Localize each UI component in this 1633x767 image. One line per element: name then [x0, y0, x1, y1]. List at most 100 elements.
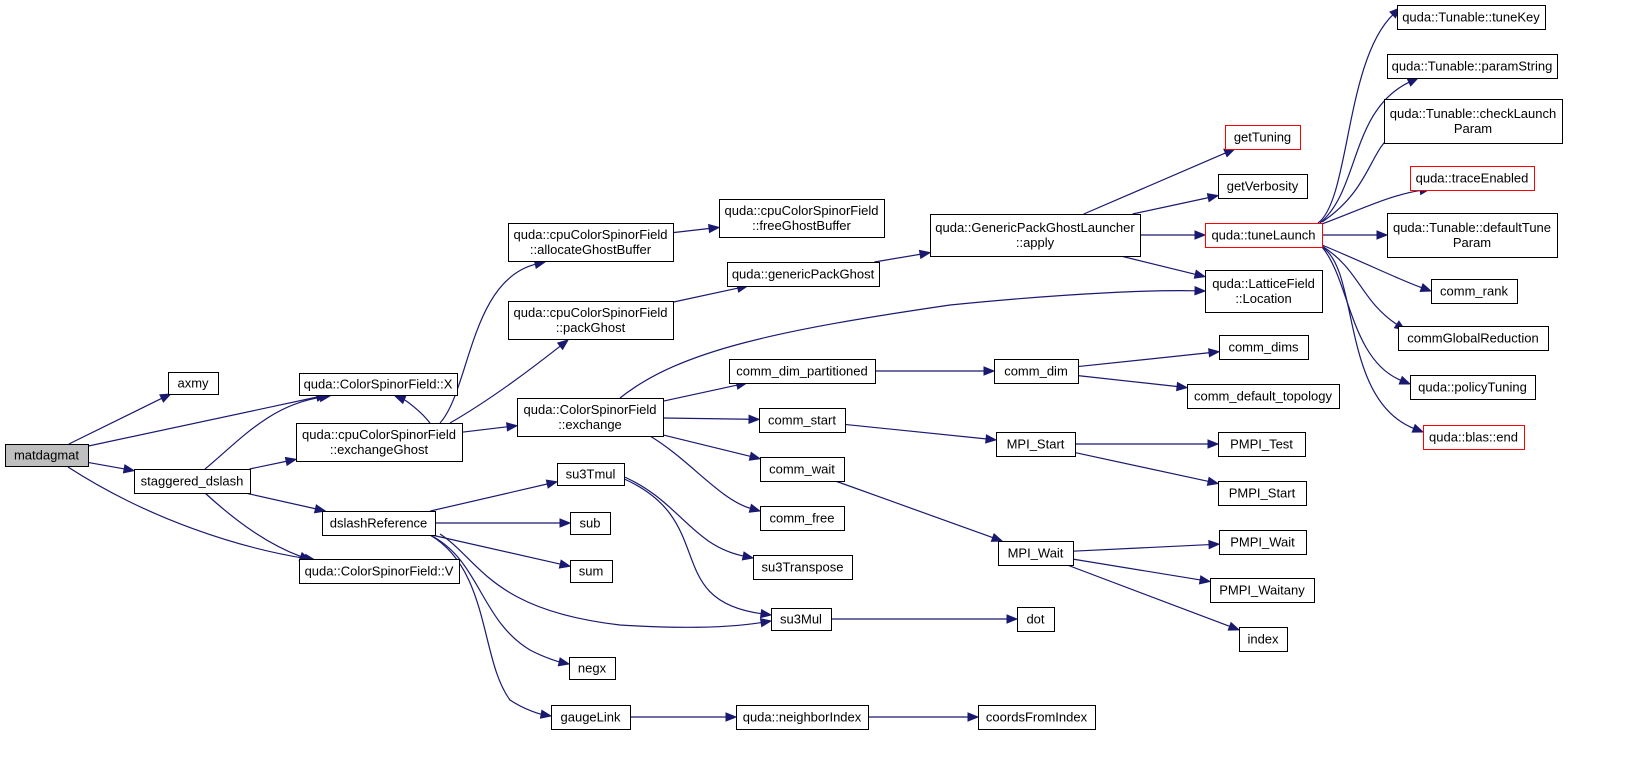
node-box[interactable] [1410, 375, 1536, 400]
node-csf_X[interactable]: quda::ColorSpinorField::X [299, 373, 458, 396]
node-box[interactable] [296, 423, 463, 462]
node-gpgl_apply[interactable]: quda::GenericPackGhostLauncher::apply [930, 214, 1141, 257]
node-gaugeLink[interactable]: gaugeLink [551, 705, 631, 730]
node-sum[interactable]: sum [570, 560, 613, 583]
node-comm_start[interactable]: comm_start [759, 408, 846, 433]
node-box[interactable] [1218, 432, 1306, 457]
node-su3Transpose[interactable]: su3Transpose [753, 555, 853, 580]
node-box[interactable] [1398, 326, 1549, 351]
node-box[interactable] [299, 373, 458, 396]
node-policyTuning[interactable]: quda::policyTuning [1410, 375, 1536, 400]
node-box[interactable] [727, 262, 880, 287]
node-box[interactable] [1410, 166, 1535, 191]
node-box[interactable] [1218, 174, 1308, 199]
node-box[interactable] [322, 511, 436, 536]
node-staggered_dslash[interactable]: staggered_dslash [134, 469, 251, 494]
node-box[interactable] [759, 408, 846, 433]
node-box[interactable] [1219, 335, 1309, 360]
node-box[interactable] [517, 398, 664, 437]
node-box[interactable] [760, 506, 845, 531]
node-PMPI_Wait[interactable]: PMPI_Wait [1219, 530, 1307, 555]
node-box[interactable] [1431, 279, 1518, 304]
node-comm_dim[interactable]: comm_dim [994, 359, 1079, 384]
node-box[interactable] [771, 608, 832, 631]
node-box[interactable] [1239, 627, 1288, 652]
node-box[interactable] [1384, 99, 1563, 144]
node-box[interactable] [557, 463, 625, 486]
node-index[interactable]: index [1239, 627, 1288, 652]
node-box[interactable] [998, 541, 1074, 566]
node-box[interactable] [996, 432, 1076, 457]
node-box[interactable] [1187, 384, 1340, 409]
node-comm_wait[interactable]: comm_wait [760, 457, 845, 482]
node-box[interactable] [570, 560, 613, 583]
node-matdagmat[interactable]: matdagmat [5, 444, 89, 467]
node-su3Mul[interactable]: su3Mul [771, 608, 832, 631]
node-box[interactable] [729, 359, 876, 384]
node-box[interactable] [508, 223, 674, 262]
node-box[interactable] [570, 512, 611, 535]
node-getVerbosity[interactable]: getVerbosity [1218, 174, 1308, 199]
node-MPI_Start[interactable]: MPI_Start [996, 432, 1076, 457]
node-tuneLaunch[interactable]: quda::tuneLaunch [1205, 223, 1323, 248]
node-cpu_allocateGhostBuffer[interactable]: quda::cpuColorSpinorField::allocateGhost… [508, 223, 674, 262]
node-csf_V[interactable]: quda::ColorSpinorField::V [299, 559, 460, 584]
node-neighborIndex[interactable]: quda::neighborIndex [736, 705, 869, 730]
node-sub[interactable]: sub [570, 512, 611, 535]
node-comm_dims[interactable]: comm_dims [1219, 335, 1309, 360]
node-paramString[interactable]: quda::Tunable::paramString [1387, 54, 1558, 79]
node-comm_free[interactable]: comm_free [760, 506, 845, 531]
node-PMPI_Test[interactable]: PMPI_Test [1218, 432, 1306, 457]
node-dslashReference[interactable]: dslashReference [322, 511, 436, 536]
node-axmy[interactable]: axmy [168, 372, 219, 395]
node-box[interactable] [1218, 481, 1307, 506]
node-box[interactable] [978, 705, 1096, 730]
node-PMPI_Start[interactable]: PMPI_Start [1218, 481, 1307, 506]
node-commGlobalReduction[interactable]: commGlobalReduction [1398, 326, 1549, 351]
node-comm_rank[interactable]: comm_rank [1431, 279, 1518, 304]
node-box[interactable] [1423, 425, 1525, 450]
node-dot[interactable]: dot [1017, 607, 1055, 632]
node-negx[interactable]: negx [569, 657, 616, 680]
node-tuneKey[interactable]: quda::Tunable::tuneKey [1397, 5, 1546, 30]
node-comm_default_topology[interactable]: comm_default_topology [1187, 384, 1340, 409]
node-box[interactable] [930, 214, 1141, 257]
node-box[interactable] [760, 457, 845, 482]
node-MPI_Wait[interactable]: MPI_Wait [998, 541, 1074, 566]
node-box[interactable] [994, 359, 1079, 384]
node-cpu_exchangeGhost[interactable]: quda::cpuColorSpinorField::exchangeGhost [296, 423, 463, 462]
node-box[interactable] [1387, 213, 1558, 258]
node-box[interactable] [569, 657, 616, 680]
node-getTuning[interactable]: getTuning [1225, 125, 1301, 150]
node-box[interactable] [736, 705, 869, 730]
node-box[interactable] [1205, 223, 1323, 248]
node-comm_dim_partitioned[interactable]: comm_dim_partitioned [729, 359, 876, 384]
node-su3Tmul[interactable]: su3Tmul [557, 463, 625, 486]
node-cpu_packGhost[interactable]: quda::cpuColorSpinorField::packGhost [508, 301, 674, 340]
node-box[interactable] [1219, 530, 1307, 555]
node-box[interactable] [168, 372, 219, 395]
node-box[interactable] [5, 444, 89, 467]
node-box[interactable] [1210, 578, 1315, 603]
node-genericPackGhost[interactable]: quda::genericPackGhost [727, 262, 880, 287]
node-box[interactable] [1205, 270, 1323, 313]
node-blas_end[interactable]: quda::blas::end [1423, 425, 1525, 450]
node-csf_exchange[interactable]: quda::ColorSpinorField::exchange [517, 398, 664, 437]
node-traceEnabled[interactable]: quda::traceEnabled [1410, 166, 1535, 191]
node-box[interactable] [1387, 54, 1558, 79]
node-box[interactable] [1225, 125, 1301, 150]
node-cpu_freeGhostBuffer[interactable]: quda::cpuColorSpinorField::freeGhostBuff… [719, 199, 885, 238]
node-box[interactable] [508, 301, 674, 340]
node-lf_Location[interactable]: quda::LatticeField::Location [1205, 270, 1323, 313]
node-box[interactable] [551, 705, 631, 730]
node-box[interactable] [719, 199, 885, 238]
node-box[interactable] [299, 559, 460, 584]
node-box[interactable] [1397, 5, 1546, 30]
node-PMPI_Waitany[interactable]: PMPI_Waitany [1210, 578, 1315, 603]
node-box[interactable] [753, 555, 853, 580]
node-coordsFromIndex[interactable]: coordsFromIndex [978, 705, 1096, 730]
node-box[interactable] [134, 469, 251, 494]
node-box[interactable] [1017, 607, 1055, 632]
